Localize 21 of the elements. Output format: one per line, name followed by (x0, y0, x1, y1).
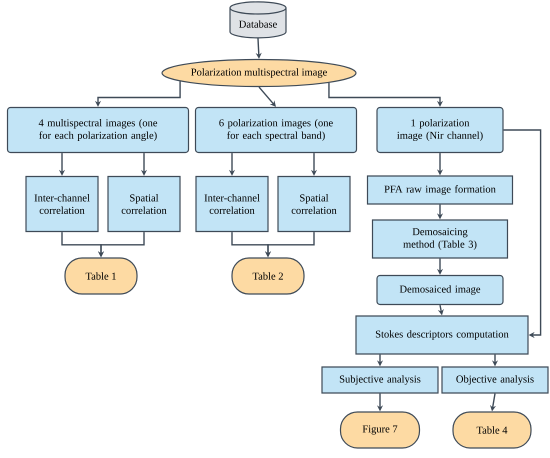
process-box: Spatial correlation (107, 176, 181, 232)
process-box: Objective analysis (441, 366, 549, 394)
process-box: 6 polarization images (one for each spectral band) (194, 106, 358, 154)
result-box: Table 4 (452, 411, 532, 449)
arrow (504, 129, 542, 338)
process-box: 4 multispectral images (one for each polarization angle) (6, 106, 190, 154)
database-cylinder: Database (229, 1, 287, 38)
process-box: PFA raw image formation (366, 175, 514, 205)
process-box: Demosaiced image (376, 274, 504, 306)
result-box: Figure 7 (340, 411, 420, 449)
process-box: Subjective analysis (321, 366, 439, 394)
process-box: Inter-channel correlation (25, 176, 99, 232)
process-box: Inter-channel correlation (195, 176, 269, 232)
process-box: Stokes descriptors computation (355, 315, 529, 355)
result-box: Table 1 (64, 257, 138, 295)
process-box: 1 polarization image (Nir channel) (376, 106, 504, 154)
result-box: Table 2 (231, 257, 305, 295)
oval-node: Polarization multispectral image (161, 58, 357, 88)
process-box: Spatial correlation (277, 176, 351, 232)
arrow (258, 86, 276, 107)
process-box: Demosaicing method (Table 3) (372, 219, 508, 259)
